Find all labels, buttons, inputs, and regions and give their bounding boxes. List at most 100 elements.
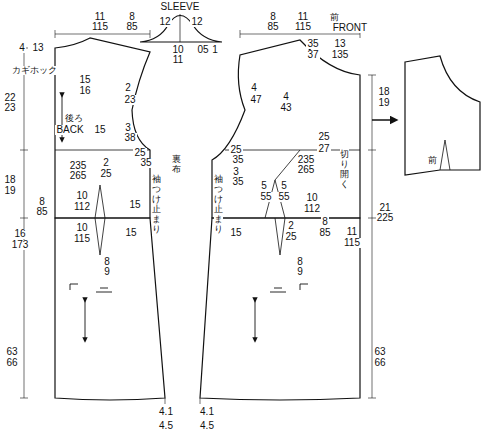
pocket-mark — [70, 284, 112, 292]
dimension-label: 10 — [75, 191, 88, 201]
dimension-label: 2 — [287, 221, 295, 231]
dimension-label: 115 — [294, 22, 312, 32]
dimension-label: 11 — [172, 55, 184, 65]
dimension-label: 55 — [259, 192, 272, 202]
dimension-label: 66 — [373, 358, 386, 368]
vertical-note: 裏布 — [172, 154, 181, 176]
dimension-label: 10 — [75, 223, 88, 233]
dimension-label: 235 — [297, 155, 316, 165]
back-bodice — [55, 38, 150, 218]
dimension-label: 8 — [128, 12, 136, 22]
back-dart — [95, 185, 105, 218]
grain-arrow — [255, 300, 256, 340]
dimension-label: 4 — [282, 92, 290, 102]
dimension-label: 前 — [329, 13, 340, 22]
preview-bodice — [405, 56, 480, 175]
dimension-label: 25 — [229, 145, 242, 155]
dimension-label: FRONT — [332, 23, 368, 33]
dimension-label: 後ろ — [64, 114, 84, 123]
vertical-note: 袖つけ止まり — [152, 174, 161, 235]
dimension-label: 35 — [306, 39, 319, 49]
dimension-label: 27 — [317, 144, 330, 154]
dimension-label: 1 — [211, 45, 219, 55]
dimension-label: 25 — [133, 148, 146, 158]
dimension-label: 8 — [321, 217, 329, 227]
back-skirt — [55, 218, 165, 400]
dimension-label: 19 — [3, 186, 16, 196]
dimension-label: 8 — [269, 12, 277, 22]
dimension-label: 85 — [266, 22, 279, 32]
preview-dart — [440, 140, 450, 170]
dimension-label: 22 — [3, 93, 16, 103]
dimension-label: 4.5 — [158, 421, 174, 431]
dimension-line — [20, 48, 28, 398]
dimension-label: 135 — [331, 50, 350, 60]
dimension-label: 38 — [123, 133, 136, 143]
dimension-label: 10 — [171, 45, 184, 55]
dimension-label: 112 — [73, 202, 91, 212]
dimension-label: 23 — [3, 103, 16, 113]
pocket-mark — [270, 284, 308, 292]
sleeve-piece — [140, 16, 222, 43]
dimension-label: 19 — [377, 98, 390, 108]
dimension-label: 265 — [69, 171, 88, 181]
dimension-label: 4 — [18, 43, 26, 53]
front-dart — [265, 150, 300, 218]
dimension-label: 5 — [260, 181, 268, 191]
dimension-label: 43 — [279, 103, 292, 113]
back-skirt-dart — [95, 218, 105, 255]
front-skirt — [200, 218, 360, 400]
dimension-label: 05 — [196, 45, 209, 55]
dimension-label: 3 — [124, 123, 132, 133]
dimension-lines — [20, 30, 376, 404]
dimension-label: 13 — [31, 43, 44, 53]
dimension-label: 15 — [78, 75, 91, 85]
dimension-label: 16 — [78, 86, 91, 96]
dimension-label: 18 — [377, 87, 390, 97]
dimension-label: 265 — [297, 165, 316, 175]
grain-arrows — [62, 95, 394, 340]
dimension-label: 63 — [5, 347, 18, 357]
pattern-outlines — [55, 14, 480, 400]
dimension-label: 25 — [99, 169, 112, 179]
dimension-label: 8 — [296, 257, 304, 267]
dimension-label: 115 — [73, 234, 91, 244]
dimension-label: 12 — [158, 17, 171, 27]
dimension-label: カギホック — [11, 66, 58, 75]
dimension-label: 4 — [250, 83, 258, 93]
dimension-label: 85 — [318, 228, 331, 238]
hem-line — [165, 398, 200, 404]
vertical-note: 切り開く — [340, 149, 349, 191]
dimension-label: 115 — [91, 22, 109, 32]
dimension-label: 9 — [103, 267, 111, 277]
dimension-label: 63 — [373, 347, 386, 357]
sleeve-center-line — [180, 14, 181, 42]
dimension-label: 11 — [94, 12, 106, 22]
dimension-label: 15 — [93, 125, 106, 135]
front-bodice — [212, 40, 360, 218]
dimension-label: 15 — [128, 200, 141, 210]
dimension-label: 21 — [378, 203, 391, 213]
dimension-label: 11 — [346, 227, 358, 237]
dimension-label: 9 — [296, 267, 304, 277]
dimension-label: 8 — [103, 257, 111, 267]
dimension-label: 25 — [284, 232, 297, 242]
dimension-label: 16 — [13, 229, 26, 239]
dimension-label: 47 — [249, 95, 262, 105]
dimension-label: 225 — [376, 213, 395, 223]
dimension-label: 35 — [231, 177, 244, 187]
dimension-label: 3 — [232, 167, 240, 177]
dimension-label: 4.5 — [199, 421, 215, 431]
dimension-label: 173 — [11, 240, 30, 250]
dimension-label: 115 — [343, 238, 361, 248]
dimension-label: 55 — [277, 192, 290, 202]
arrow — [372, 119, 394, 121]
dimension-label: 66 — [5, 358, 18, 368]
dimension-label: 13 — [333, 39, 346, 49]
dimension-label: 25 — [317, 132, 330, 142]
dimension-label: 5 — [280, 181, 288, 191]
dimension-label: 112 — [303, 204, 321, 214]
dimension-label: 15 — [124, 228, 137, 238]
dimension-label: 8 — [38, 197, 46, 207]
